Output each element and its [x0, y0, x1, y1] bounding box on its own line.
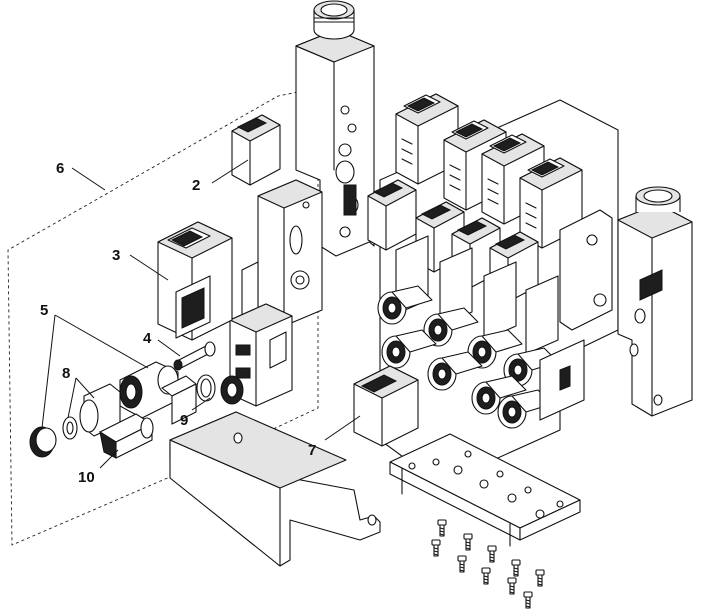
right-end-block — [617, 186, 693, 417]
kit-boundary — [7, 87, 319, 546]
part-7-valve-coil — [353, 365, 419, 447]
part-3-solenoid-valve — [157, 221, 233, 341]
leader-lines — [41, 159, 361, 469]
part-4-stem — [173, 341, 216, 371]
part-5-end-cap — [29, 426, 57, 458]
part-8-filter-sleeve — [62, 383, 121, 440]
part-2-solenoid-coil — [231, 114, 281, 186]
callout-4: 4 — [143, 330, 152, 347]
base-plate — [389, 433, 581, 547]
kit-subbase-block — [229, 179, 323, 407]
part-10-silencer — [99, 413, 154, 459]
callout-10: 10 — [78, 469, 95, 486]
callout-8: 8 — [62, 365, 70, 382]
callout-5: 5 — [40, 302, 48, 319]
mounting-bracket — [169, 411, 381, 567]
callout-2: 2 — [192, 177, 200, 194]
callout-7: 7 — [308, 442, 316, 459]
valve-island — [367, 93, 619, 485]
callout-9: 9 — [180, 412, 188, 429]
callout-6: 6 — [56, 160, 64, 177]
callout-3: 3 — [112, 247, 120, 264]
part-9-seal-and-tube — [161, 374, 244, 425]
upper-end-block — [295, 0, 375, 257]
